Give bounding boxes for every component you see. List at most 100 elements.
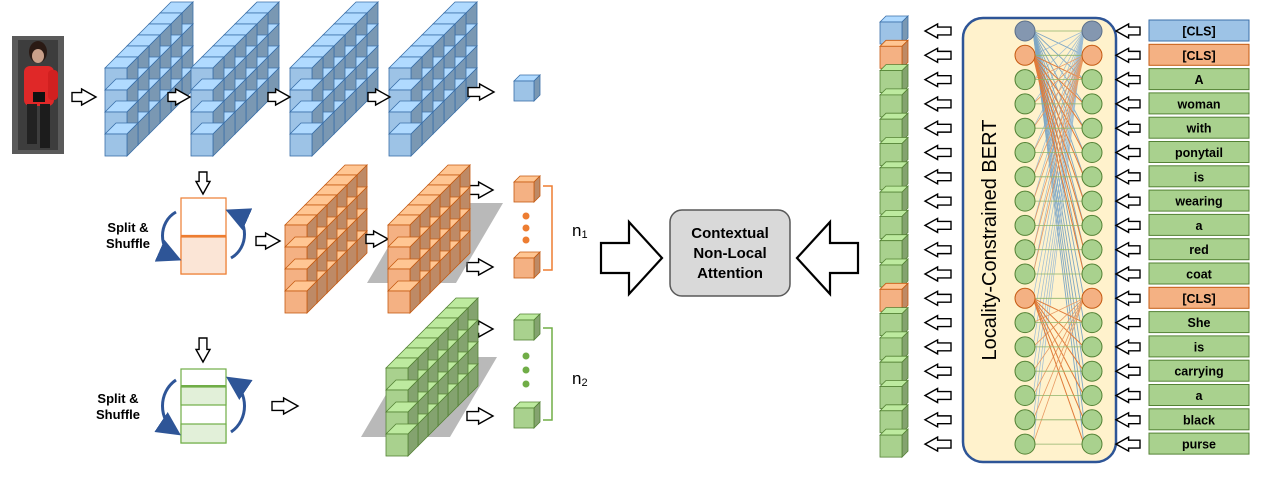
token-12: [CLS] bbox=[1148, 286, 1250, 309]
orange-part-cube-bottom bbox=[513, 251, 541, 279]
person-image bbox=[12, 36, 64, 154]
bert-output-node bbox=[1014, 287, 1036, 309]
output-feature-cube bbox=[879, 306, 909, 337]
bert-output-node bbox=[1014, 142, 1036, 163]
token-label: a bbox=[1196, 219, 1204, 233]
bert-nodes bbox=[1014, 20, 1103, 455]
n2-label: n2 bbox=[572, 369, 588, 389]
token-label: black bbox=[1183, 413, 1215, 427]
feature-cube bbox=[385, 423, 419, 457]
token-input-arrow bbox=[1114, 411, 1141, 428]
green-sliced-block bbox=[385, 297, 479, 457]
bert-input-node bbox=[1081, 336, 1103, 358]
local-attention-edge bbox=[1032, 55, 1085, 226]
token-input-arrow bbox=[1114, 120, 1141, 137]
output-arrow bbox=[923, 387, 952, 404]
token-label: [CLS] bbox=[1182, 49, 1215, 63]
contextual-non-local-attention-box: Contextual Non-Local Attention bbox=[669, 209, 791, 297]
token-input-arrow bbox=[1114, 290, 1141, 307]
output-feature-cube bbox=[879, 39, 909, 70]
token-input-arrow bbox=[1114, 217, 1141, 234]
local-attention-edge bbox=[1032, 298, 1085, 420]
output-feature-cube bbox=[879, 15, 909, 45]
output-arrow bbox=[923, 338, 952, 356]
feature-cube bbox=[190, 122, 225, 157]
output-arrow bbox=[923, 168, 952, 185]
bert-output-node bbox=[1014, 44, 1036, 66]
token-label: A bbox=[1194, 73, 1203, 87]
token-input-arrow bbox=[1114, 47, 1141, 64]
token-input-arrow bbox=[1114, 435, 1141, 453]
bert-output-node bbox=[1014, 312, 1036, 334]
token-label: is bbox=[1194, 170, 1204, 184]
token-18: purse bbox=[1148, 432, 1250, 455]
bert-input-node bbox=[1081, 142, 1103, 163]
blue-feature-block-4 bbox=[388, 1, 478, 157]
token-label: She bbox=[1188, 316, 1211, 330]
attention-edges bbox=[1032, 30, 1085, 445]
output-feature-cube bbox=[879, 160, 909, 191]
blue-feature-block-3 bbox=[289, 1, 379, 157]
arrow-orange-stage bbox=[365, 229, 390, 249]
token-10: red bbox=[1148, 238, 1250, 261]
output-feature-cube bbox=[879, 209, 909, 240]
output-arrow bbox=[923, 192, 952, 210]
arrow-to-global bbox=[467, 82, 496, 102]
token-input-arrow bbox=[1114, 338, 1141, 356]
token-11: coat bbox=[1148, 262, 1250, 285]
split-shuffle-label-1-line-2: Shuffle bbox=[106, 236, 150, 251]
bert-input-node bbox=[1081, 287, 1103, 309]
output-arrow bbox=[923, 241, 952, 258]
output-arrow bbox=[923, 22, 952, 40]
arrow-stage-1 bbox=[167, 87, 192, 107]
token-4: woman bbox=[1148, 92, 1250, 115]
green-part-cube-top bbox=[513, 313, 541, 341]
output-feature-cube bbox=[879, 379, 909, 410]
cnla-line-1: Contextual bbox=[691, 225, 769, 242]
feature-cube bbox=[284, 280, 318, 314]
token-input-arrow bbox=[1114, 265, 1141, 283]
big-arrow-right bbox=[599, 219, 664, 297]
output-arrow bbox=[923, 435, 952, 453]
token-6: ponytail bbox=[1148, 141, 1250, 163]
bert-output-node bbox=[1014, 190, 1036, 212]
bert-output-node bbox=[1014, 20, 1036, 42]
output-feature-cube bbox=[879, 185, 909, 216]
local-attention-edge bbox=[1032, 55, 1085, 129]
arrow-split-to-green bbox=[271, 396, 300, 416]
blue-feature-block-1 bbox=[104, 1, 194, 157]
bert-input-node bbox=[1081, 117, 1103, 139]
token-input-arrow bbox=[1114, 363, 1141, 380]
output-feature-cube bbox=[879, 136, 909, 167]
token-input-arrow bbox=[1114, 168, 1141, 185]
token-column: [CLS][CLS]Awomanwithponytailiswearingare… bbox=[1114, 19, 1250, 455]
arrow-image-to-cnn bbox=[71, 87, 98, 107]
output-feature-cube bbox=[879, 63, 909, 94]
output-arrow bbox=[923, 290, 952, 307]
bert-input-node bbox=[1081, 69, 1103, 91]
split-shuffle-label-1-line-1: Split & bbox=[107, 220, 148, 235]
arrow-stage-3 bbox=[367, 87, 392, 107]
token-8: wearing bbox=[1148, 189, 1250, 212]
token-17: black bbox=[1148, 408, 1250, 431]
orange-feature-block bbox=[284, 164, 368, 314]
token-label: a bbox=[1196, 389, 1204, 403]
output-feature-cube bbox=[879, 403, 909, 434]
bert-output-node bbox=[1014, 385, 1036, 406]
token-input-arrow bbox=[1114, 71, 1141, 88]
bert-output-node bbox=[1014, 214, 1036, 236]
token-14: is bbox=[1148, 335, 1250, 358]
n1-label: n1 bbox=[572, 221, 588, 241]
token-input-arrow bbox=[1114, 192, 1141, 210]
token-label: wearing bbox=[1174, 195, 1222, 209]
token-15: carrying bbox=[1148, 359, 1250, 382]
split-shuffle-block-orange: Split & Shuffle bbox=[106, 197, 253, 275]
output-feature-cube bbox=[879, 87, 909, 118]
local-attention-edge bbox=[1032, 55, 1085, 177]
output-feature-cube bbox=[879, 258, 909, 288]
token-label: woman bbox=[1176, 97, 1220, 111]
cnla-line-2: Non-Local bbox=[693, 245, 766, 262]
cnn-feature-cubes bbox=[104, 1, 541, 314]
bert-input-node bbox=[1081, 433, 1103, 455]
